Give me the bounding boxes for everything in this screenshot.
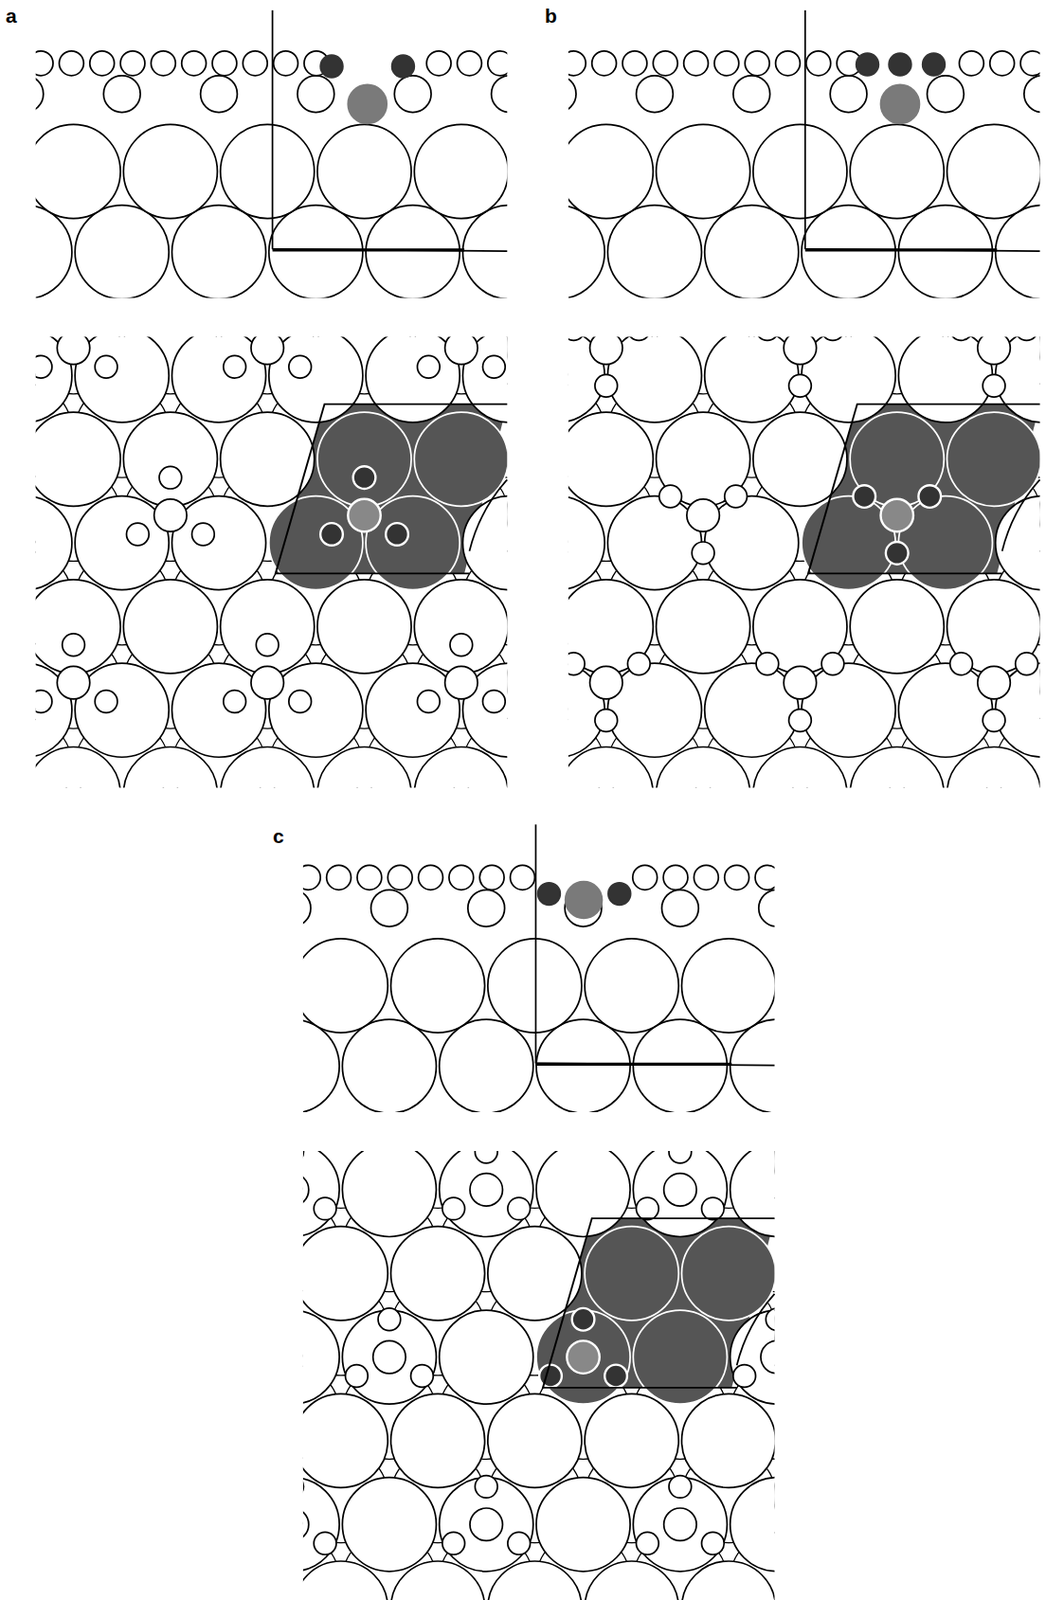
panel xyxy=(368,10,1046,897)
ball-model xyxy=(303,865,776,1113)
ball-model xyxy=(36,51,508,299)
panel-label: b xyxy=(544,5,558,26)
panel-label: a xyxy=(5,5,18,26)
panel xyxy=(0,10,991,897)
ball-model xyxy=(568,337,1041,789)
panel xyxy=(54,824,1046,1600)
ball-model xyxy=(303,1151,776,1600)
ball-model xyxy=(36,337,508,789)
panel-label: c xyxy=(272,826,285,847)
ball-model xyxy=(568,51,1041,299)
